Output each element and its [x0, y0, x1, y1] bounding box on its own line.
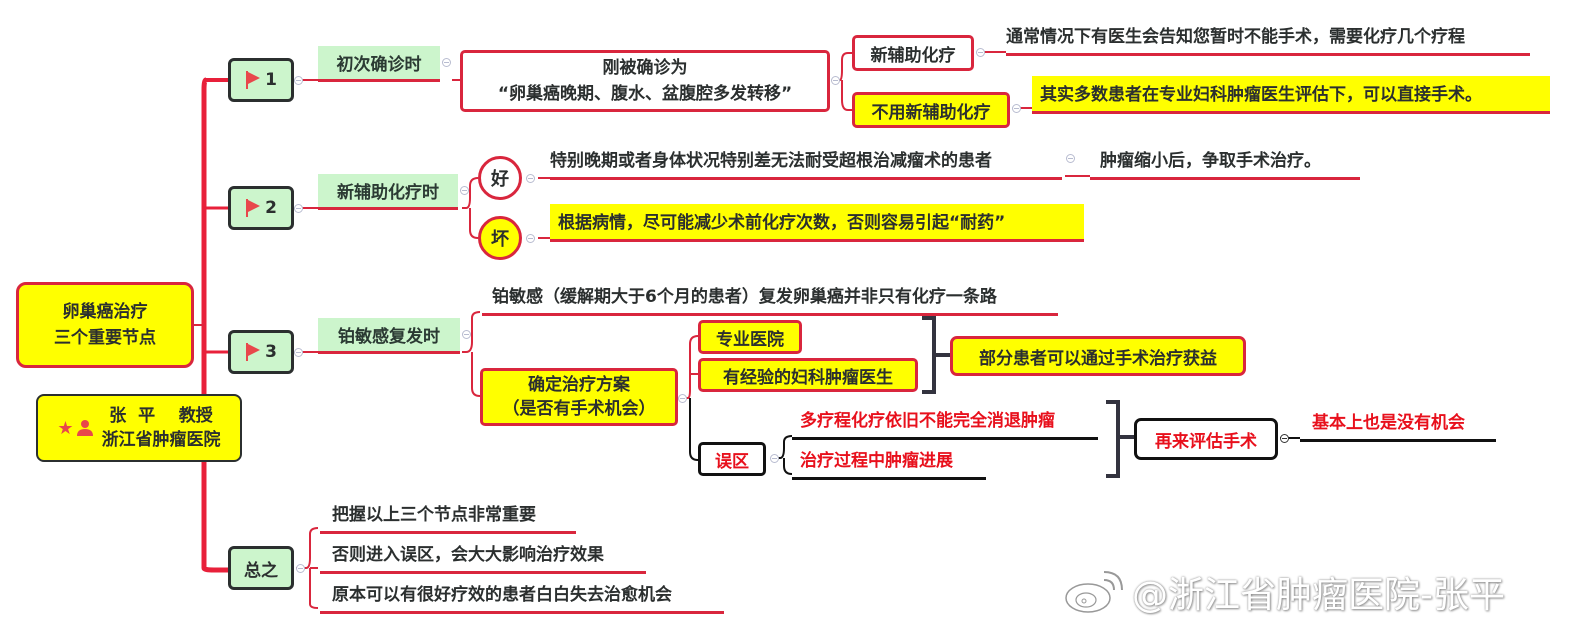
conclusion-item-3-text: 原本可以有很好疗效的患者白白失去治愈机会: [332, 585, 672, 605]
conclusion-label: 总之: [244, 560, 278, 581]
marker-1-label: 1: [265, 70, 277, 90]
topic-neoadjuvant-phase[interactable]: 新辅助化疗时: [318, 174, 458, 210]
good-detail-text: 特别晚期或者身体状况特别差无法耐受超根治减瘤术的患者: [550, 151, 992, 171]
collapse-toggle[interactable]: [526, 234, 535, 243]
watermark: @浙江省肿瘤医院-张平: [1064, 566, 1505, 618]
mistake-item-1-text: 多疗程化疗依旧不能完全消退肿瘤: [800, 411, 1055, 431]
node-marker-1[interactable]: 1: [228, 58, 294, 102]
reassess-node[interactable]: 再来评估手术: [1134, 418, 1278, 460]
treatment-plan-line1: 确定治疗方案: [528, 375, 630, 395]
author-name: 张 平 教授: [109, 406, 213, 426]
mistake-item-2: 治疗过程中肿瘤进展: [792, 446, 986, 480]
mistake-item-2-text: 治疗过程中肿瘤进展: [800, 451, 953, 471]
diagnosis-line2: “卵巢癌晚期、腹水、盆腹腔多发转移”: [497, 84, 793, 104]
topic-neoadjuvant-phase-label: 新辅助化疗时: [337, 183, 439, 203]
author-node[interactable]: ★ 张 平 教授 浙江省肿瘤医院: [36, 394, 242, 462]
requirement-doctor-label: 有经验的妇科肿瘤医生: [723, 367, 893, 388]
author-hospital: 浙江省肿瘤医院: [101, 430, 221, 450]
conclusion-item-3: 原本可以有很好疗效的患者白白失去治愈机会: [320, 580, 724, 614]
root-title-line1: 卵巢癌治疗: [62, 302, 148, 322]
node-marker-2[interactable]: 2: [228, 186, 294, 230]
outcome-good[interactable]: 好: [478, 156, 522, 200]
outcome-bad-label: 坏: [491, 229, 509, 250]
marker-3-label: 3: [265, 342, 277, 362]
collapse-toggle[interactable]: [1066, 154, 1075, 163]
collapse-toggle[interactable]: [460, 186, 469, 195]
topic-first-diagnosis-label: 初次确诊时: [336, 55, 422, 75]
node-marker-3[interactable]: 3: [228, 330, 294, 374]
option-no-neoadjuvant[interactable]: 不用新辅助化疗: [852, 92, 1010, 128]
diagnosis-node[interactable]: 刚被确诊为 “卵巢癌晚期、腹水、盆腹腔多发转移”: [460, 50, 830, 112]
requirement-doctor[interactable]: 有经验的妇科肿瘤医生: [698, 358, 918, 392]
outcome-good-label: 好: [491, 169, 509, 190]
good-result: 肿瘤缩小后，争取手术治疗。: [1090, 146, 1360, 180]
collapse-toggle[interactable]: [770, 454, 779, 463]
conclusion-item-2: 否则进入误区，会大大影响治疗效果: [320, 540, 646, 574]
conclusion-item-1: 把握以上三个节点非常重要: [320, 500, 576, 534]
platinum-note: 铂敏感（缓解期大于6个月的患者）复发卵巢癌并非只有化疗一条路: [482, 282, 1058, 316]
requirement-hospital-label: 专业医院: [716, 329, 784, 350]
requirement-hospital[interactable]: 专业医院: [698, 320, 802, 354]
option-no-neoadjuvant-label: 不用新辅助化疗: [871, 102, 991, 123]
collapse-toggle[interactable]: [442, 58, 451, 67]
outcome-bad[interactable]: 坏: [478, 216, 522, 260]
bad-detail: 根据病情，尽可能减少术前化疗次数，否则容易引起“耐药”: [550, 204, 1084, 242]
no-neoadjuvant-detail-text: 其实多数患者在专业妇科肿瘤医生评估下，可以直接手术。: [1040, 85, 1482, 105]
collapse-toggle[interactable]: [1280, 434, 1289, 443]
root-topic[interactable]: 卵巢癌治疗 三个重要节点: [16, 282, 194, 368]
collapse-toggle[interactable]: [294, 76, 303, 85]
collapse-toggle[interactable]: [678, 394, 687, 403]
flag-icon: [245, 71, 261, 89]
marker-2-label: 2: [265, 198, 277, 218]
neoadjuvant-detail: 通常情况下有医生会告知您暂时不能手术，需要化疗几个疗程: [1006, 22, 1530, 56]
watermark-text: @浙江省肿瘤医院-张平: [1132, 575, 1505, 616]
benefit-node[interactable]: 部分患者可以通过手术治疗获益: [950, 336, 1246, 376]
weibo-icon: [1065, 571, 1123, 613]
mistake-label: 误区: [715, 451, 749, 472]
person-icon: [76, 420, 93, 436]
star-icon: ★: [57, 417, 74, 439]
reassess-label: 再来评估手术: [1155, 431, 1257, 452]
collapse-toggle[interactable]: [294, 204, 303, 213]
treatment-plan-line2: （是否有手术机会）: [502, 399, 656, 419]
no-neoadjuvant-detail: 其实多数患者在专业妇科肿瘤医生评估下，可以直接手术。: [1032, 76, 1550, 114]
collapse-toggle[interactable]: [296, 564, 305, 573]
neoadjuvant-detail-text: 通常情况下有医生会告知您暂时不能手术，需要化疗几个疗程: [1006, 27, 1465, 47]
conclusion-item-1-text: 把握以上三个节点非常重要: [332, 505, 536, 525]
mistake-item-1: 多疗程化疗依旧不能完全消退肿瘤: [792, 406, 1098, 440]
bad-detail-text: 根据病情，尽可能减少术前化疗次数，否则容易引起“耐药”: [558, 213, 1006, 233]
collapse-toggle[interactable]: [831, 76, 840, 85]
mistake-node[interactable]: 误区: [698, 442, 766, 476]
collapse-toggle[interactable]: [526, 174, 535, 183]
option-neoadjuvant-label: 新辅助化疗: [870, 45, 956, 66]
platinum-note-text: 铂敏感（缓解期大于6个月的患者）复发卵巢癌并非只有化疗一条路: [492, 287, 997, 307]
option-neoadjuvant[interactable]: 新辅助化疗: [852, 35, 974, 71]
collapse-toggle[interactable]: [976, 48, 985, 57]
reassess-result: 基本上也是没有机会: [1300, 408, 1496, 442]
node-conclusion[interactable]: 总之: [228, 546, 294, 590]
author-icons: ★: [57, 418, 93, 439]
flag-icon: [245, 199, 261, 217]
topic-platinum-sensitive[interactable]: 铂敏感复发时: [318, 318, 460, 354]
collapse-toggle[interactable]: [1012, 104, 1021, 113]
diagnosis-line1: 刚被确诊为: [602, 58, 688, 78]
reassess-result-text: 基本上也是没有机会: [1312, 413, 1465, 433]
conclusion-item-2-text: 否则进入误区，会大大影响治疗效果: [332, 545, 604, 565]
bracket: [1106, 400, 1120, 478]
good-detail: 特别晚期或者身体状况特别差无法耐受超根治减瘤术的患者: [550, 146, 1062, 180]
benefit-label: 部分患者可以通过手术治疗获益: [979, 348, 1217, 369]
root-title-line2: 三个重要节点: [54, 328, 156, 348]
flag-icon: [245, 343, 261, 361]
topic-first-diagnosis[interactable]: 初次确诊时: [318, 46, 440, 82]
topic-platinum-sensitive-label: 铂敏感复发时: [338, 327, 440, 347]
good-result-text: 肿瘤缩小后，争取手术治疗。: [1100, 151, 1321, 171]
collapse-toggle[interactable]: [462, 330, 471, 339]
bracket: [922, 316, 936, 394]
treatment-plan-node[interactable]: 确定治疗方案 （是否有手术机会）: [480, 368, 678, 426]
collapse-toggle[interactable]: [294, 348, 303, 357]
